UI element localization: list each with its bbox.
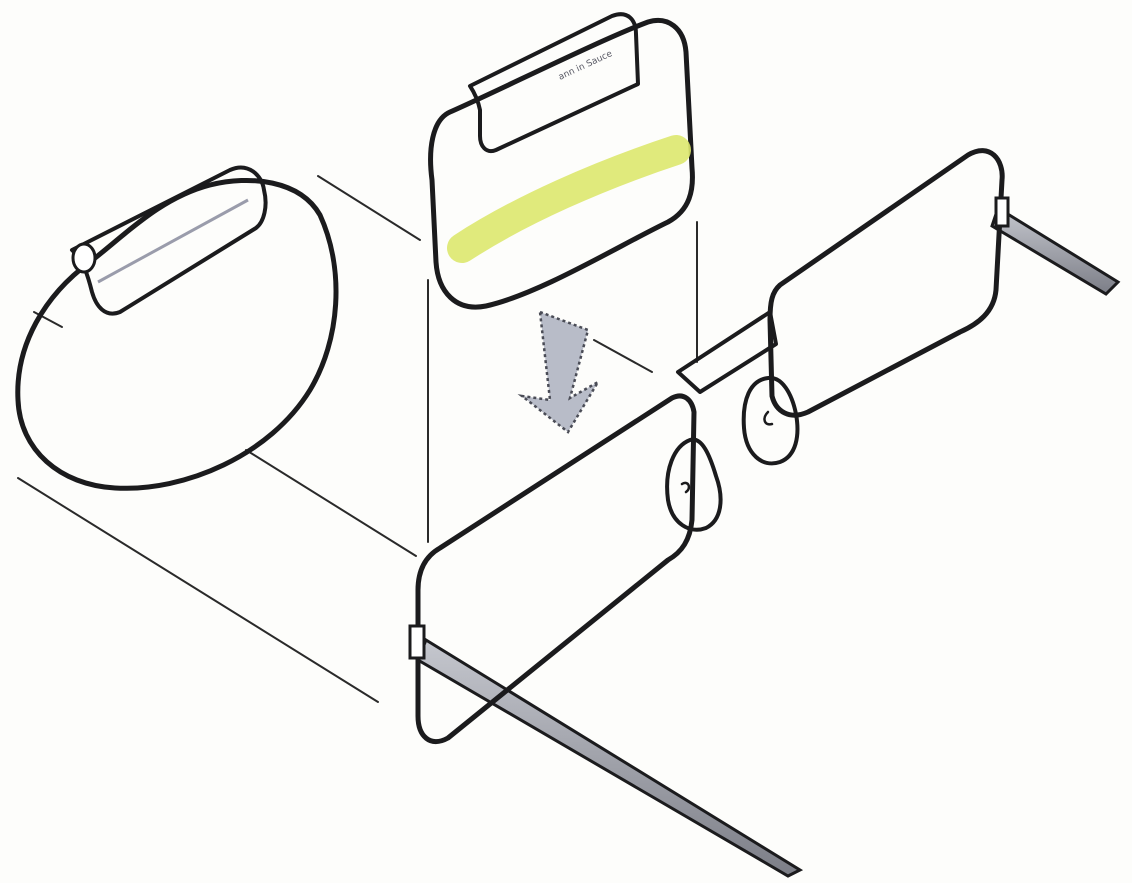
guide-lines — [18, 176, 697, 702]
assembly-arrow — [522, 312, 598, 432]
oval-clip-on-lens — [18, 168, 336, 489]
oval-clip-bar — [72, 168, 266, 314]
rectangular-clip-on-lens: ann in Sauce — [431, 14, 693, 307]
left-hinge — [410, 626, 424, 658]
guide-line — [18, 478, 378, 702]
eyeglasses-frame — [410, 151, 1118, 876]
guide-line — [246, 450, 416, 556]
right-hinge — [996, 198, 1008, 226]
clip-bar-end-cap — [73, 244, 95, 272]
clip-label: ann in Sauce — [557, 49, 614, 83]
guide-line — [594, 340, 652, 372]
right-temple-arm — [992, 208, 1118, 294]
left-lens — [418, 396, 694, 742]
right-lens — [770, 151, 1002, 416]
clip-bar-shine — [98, 200, 248, 282]
oval-lens-body — [18, 180, 336, 488]
guide-line — [318, 176, 420, 240]
nose-pad-screw — [682, 483, 689, 492]
down-arrow-icon — [522, 312, 598, 432]
left-temple-arm — [418, 640, 800, 876]
nose-pad-screw — [765, 412, 772, 424]
